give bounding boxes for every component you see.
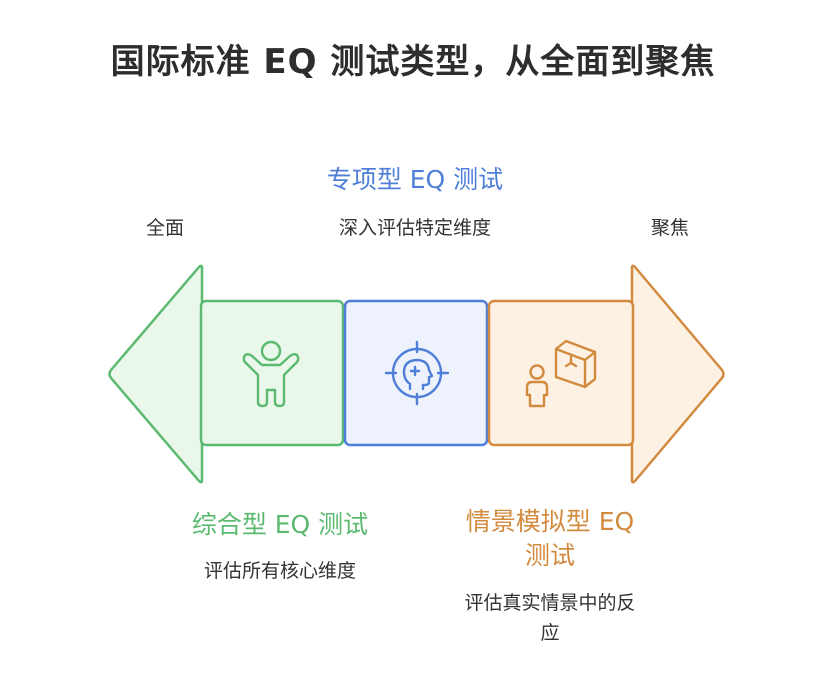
scenario-title-line2: 测试 — [524, 541, 575, 570]
scenario-title-line1: 情景模拟型 EQ — [465, 507, 635, 536]
page-title: 国际标准 EQ 测试类型，从全面到聚焦 — [110, 42, 716, 82]
axis-left-label: 全面 — [145, 217, 184, 239]
segment-comprehensive — [199, 299, 345, 447]
segment-scenario — [487, 299, 635, 447]
comprehensive-desc: 评估所有核心维度 — [203, 560, 356, 582]
child-arms-up-icon — [242, 340, 300, 408]
left-arrowhead — [108, 264, 204, 484]
scenario-desc-line1: 评估真实情景中的反 — [464, 592, 636, 614]
specialized-desc: 深入评估特定维度 — [338, 217, 491, 239]
scenario-desc: 评估真实情景中的反 应 — [420, 588, 680, 648]
person-cube-icon — [525, 339, 597, 408]
comprehensive-title: 综合型 EQ 测试 — [191, 510, 369, 539]
axis-right-label: 聚焦 — [650, 217, 689, 239]
scenario-desc-line2: 应 — [540, 622, 560, 644]
right-arrowhead — [630, 264, 725, 484]
scenario-title: 情景模拟型 EQ 测试 — [420, 505, 680, 573]
head-target-icon — [384, 340, 450, 406]
specialized-title: 专项型 EQ 测试 — [326, 165, 504, 194]
